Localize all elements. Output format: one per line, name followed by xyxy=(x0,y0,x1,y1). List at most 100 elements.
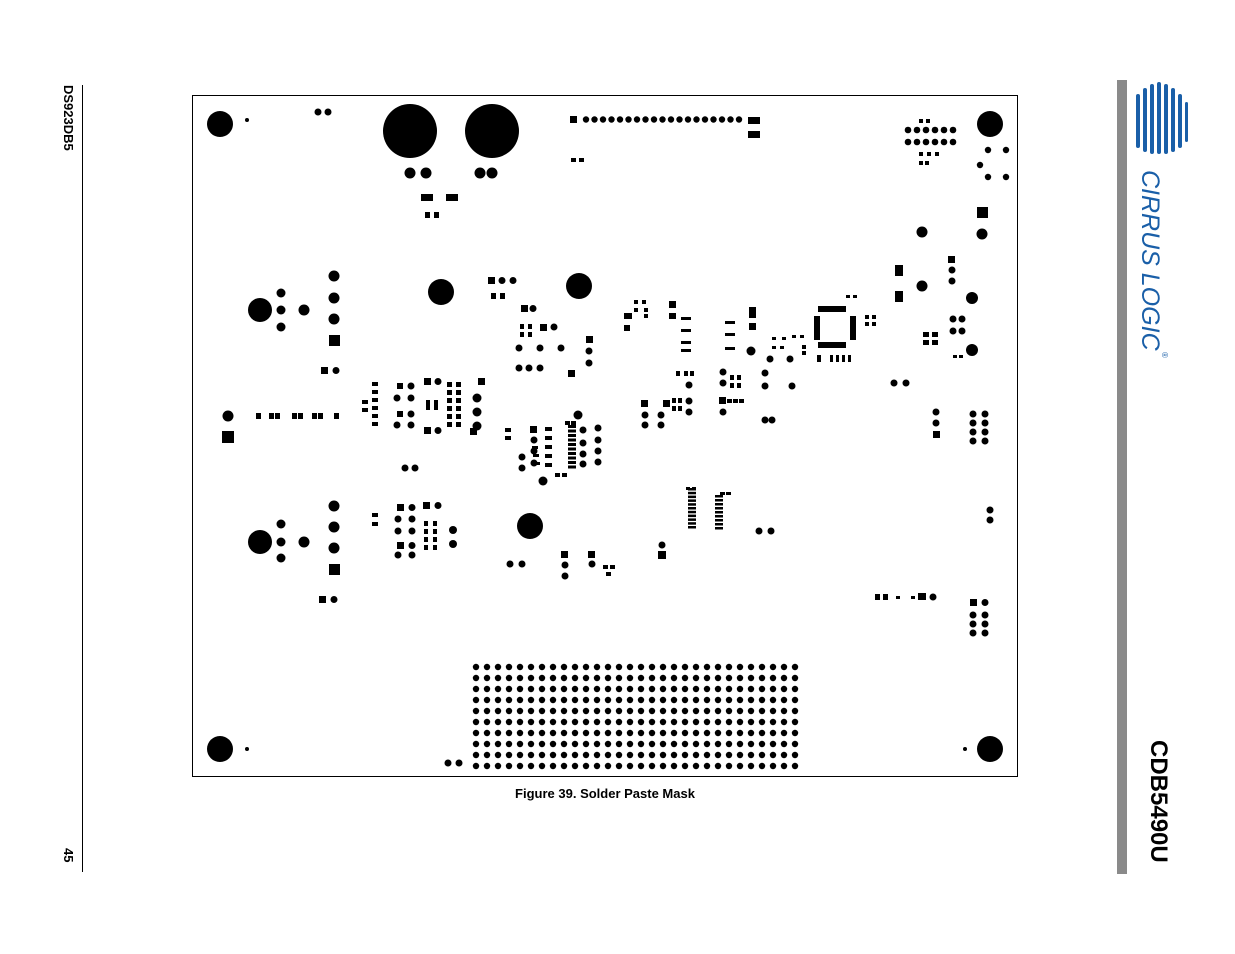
paste-pad xyxy=(525,364,533,372)
paste-pad xyxy=(494,696,502,704)
paste-pad xyxy=(505,663,513,671)
paste-pad xyxy=(494,718,502,726)
paste-pad xyxy=(529,305,537,312)
paste-pad xyxy=(483,740,491,748)
paste-pad xyxy=(615,740,623,748)
paste-pad xyxy=(926,119,930,123)
paste-pad xyxy=(758,696,766,704)
paste-pad xyxy=(372,398,378,402)
paste-pad xyxy=(986,516,994,524)
paste-pad xyxy=(875,594,880,600)
paste-pads xyxy=(207,104,1010,770)
paste-pad xyxy=(538,674,546,682)
paste-pad xyxy=(725,333,735,336)
paste-pad xyxy=(571,707,579,715)
paste-pad xyxy=(549,685,557,693)
paste-pad xyxy=(883,594,888,600)
paste-pad xyxy=(626,751,634,759)
paste-pad xyxy=(486,167,498,179)
paste-pad xyxy=(780,762,788,770)
paste-pad xyxy=(582,685,590,693)
paste-pad xyxy=(692,751,700,759)
paste-pad xyxy=(472,740,480,748)
paste-pad xyxy=(568,447,576,451)
paste-pad xyxy=(701,116,709,123)
paste-pad xyxy=(725,685,733,693)
paste-pad xyxy=(726,492,731,495)
paste-pad xyxy=(791,685,799,693)
paste-pad xyxy=(703,663,711,671)
paste-pad xyxy=(916,226,928,238)
svg-text:CIRRUS LOGIC: CIRRUS LOGIC xyxy=(1136,170,1164,352)
paste-pad xyxy=(681,349,691,352)
paste-pad xyxy=(970,599,977,606)
paste-pad xyxy=(625,116,632,123)
paste-pad xyxy=(582,762,590,770)
paste-pad xyxy=(634,308,638,312)
paste-pad xyxy=(703,762,711,770)
paste-pad xyxy=(786,355,794,363)
paste-pad xyxy=(853,295,857,298)
paste-pad xyxy=(681,317,691,320)
paste-pad xyxy=(472,751,480,759)
paste-pad xyxy=(913,138,921,146)
paste-pad xyxy=(604,751,612,759)
paste-pad xyxy=(678,406,682,411)
paste-pad xyxy=(916,280,928,292)
paste-pad xyxy=(334,413,339,419)
paste-pad xyxy=(604,762,612,770)
paste-pad xyxy=(659,751,667,759)
paste-pad xyxy=(637,751,645,759)
paste-pad xyxy=(610,565,615,569)
paste-pad xyxy=(579,158,584,162)
paste-pad xyxy=(604,663,612,671)
paste-pad xyxy=(516,685,524,693)
paste-pad xyxy=(571,674,579,682)
paste-pad xyxy=(483,718,491,726)
paste-pad xyxy=(737,375,741,380)
paste-pad xyxy=(494,663,502,671)
paste-pad xyxy=(604,674,612,682)
paste-pad xyxy=(407,394,415,402)
paste-pad xyxy=(637,707,645,715)
paste-pad xyxy=(393,394,401,402)
paste-pad xyxy=(538,762,546,770)
paste-pad xyxy=(769,707,777,715)
paste-pad xyxy=(769,729,777,737)
paste-pad xyxy=(530,426,537,433)
paste-pad xyxy=(472,393,482,403)
paste-pad xyxy=(648,751,656,759)
paste-pad xyxy=(505,674,513,682)
paste-pad xyxy=(802,351,806,355)
paste-pad xyxy=(555,473,560,477)
paste-pad xyxy=(483,729,491,737)
paste-pad xyxy=(566,273,592,299)
paste-pad xyxy=(727,399,732,403)
paste-pad xyxy=(483,707,491,715)
paste-pad xyxy=(560,685,568,693)
paste-pad xyxy=(615,685,623,693)
paste-pad xyxy=(725,729,733,737)
paste-pad xyxy=(483,674,491,682)
paste-pad xyxy=(472,685,480,693)
paste-pad xyxy=(594,436,602,444)
paste-pad xyxy=(670,762,678,770)
paste-pad xyxy=(573,410,583,420)
paste-pad xyxy=(948,277,956,285)
paste-pad xyxy=(328,313,340,325)
paste-pad xyxy=(449,540,457,548)
paste-pad xyxy=(565,421,570,425)
paste-pad xyxy=(245,118,249,122)
paste-pad xyxy=(641,400,648,407)
paste-pad xyxy=(681,729,689,737)
paste-pad xyxy=(931,126,939,134)
paste-pad xyxy=(626,696,634,704)
paste-pad xyxy=(603,565,608,569)
paste-pad xyxy=(648,707,656,715)
paste-pad xyxy=(769,740,777,748)
paste-pad xyxy=(769,663,777,671)
paste-pad xyxy=(703,718,711,726)
paste-pad xyxy=(758,685,766,693)
paste-pad xyxy=(782,337,786,340)
paste-pad xyxy=(948,266,956,274)
